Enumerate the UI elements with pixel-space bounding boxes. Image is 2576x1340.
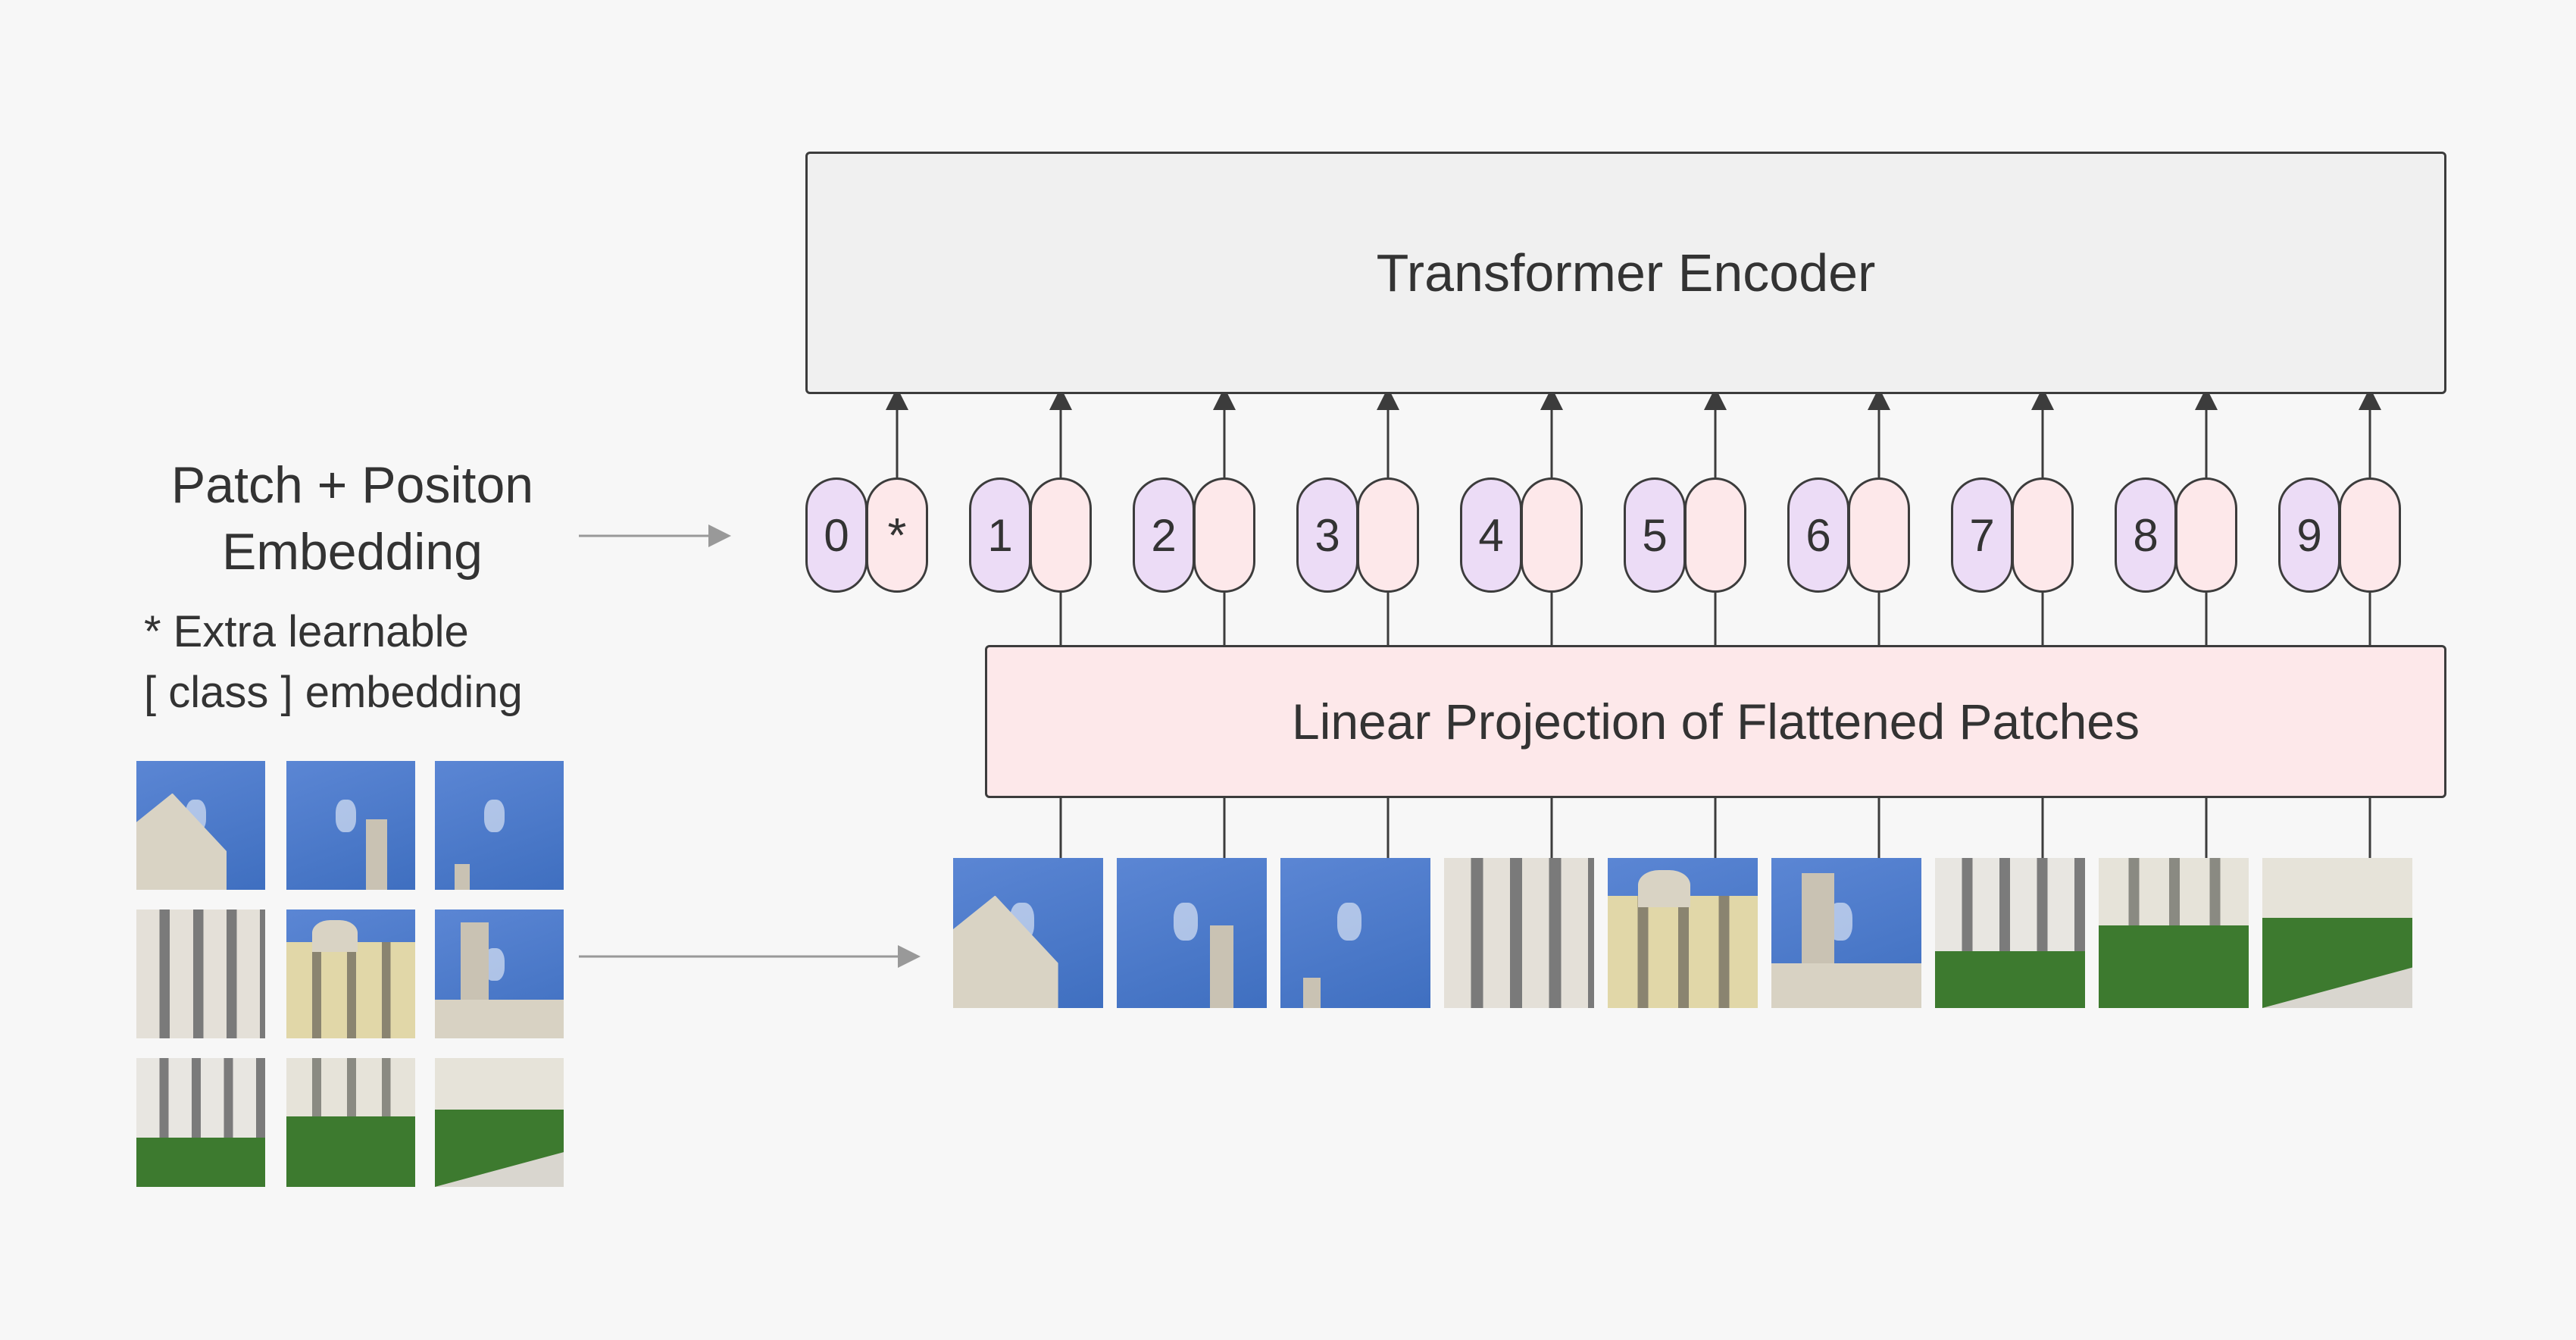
class-token-position: 0 [805,477,868,593]
position-embedding-8: 8 [2115,477,2177,593]
patch-embedding-6 [1848,477,1910,593]
position-embedding-7: 7 [1951,477,2013,593]
linear-projection-label: Linear Projection of Flattened Patches [1291,693,2140,750]
flattened-patch-7 [1935,858,2085,1008]
flattened-patch-1 [953,858,1103,1008]
position-embedding-5: 5 [1624,477,1686,593]
source-patch-5 [286,910,415,1038]
class-embedding-note-line-2: [ class ] embedding [144,668,523,717]
patch-embedding-1 [1030,477,1092,593]
linear-projection-block: Linear Projection of Flattened Patches [985,645,2446,798]
embedding-title-line-2: Embedding [221,523,483,581]
transformer-encoder-label: Transformer Encoder [1376,243,1876,302]
patch-embedding-7 [2012,477,2074,593]
position-embedding-9: 9 [2278,477,2340,593]
source-patch-7 [136,1058,265,1187]
position-embedding-2: 2 [1133,477,1195,593]
position-embedding-6: 6 [1787,477,1849,593]
embedding-title-line-1: Patch + Positon [170,456,534,514]
position-embedding-1: 1 [969,477,1031,593]
position-embedding-3: 3 [1296,477,1358,593]
position-embedding-4: 4 [1460,477,1522,593]
flattened-patch-3 [1280,858,1430,1008]
transformer-encoder-block: Transformer Encoder [805,152,2446,394]
patch-embedding-4 [1521,477,1583,593]
source-patch-1 [136,761,265,890]
class-embedding-note-line-1: * Extra learnable [144,607,469,656]
flattened-patch-4 [1444,858,1594,1008]
patch-embedding-3 [1357,477,1419,593]
source-patch-6 [435,910,564,1038]
flattened-patch-2 [1117,858,1267,1008]
patch-embedding-9 [2339,477,2401,593]
source-patch-8 [286,1058,415,1187]
patch-embedding-2 [1193,477,1255,593]
flattened-patch-8 [2099,858,2249,1008]
source-patch-3 [435,761,564,890]
flattened-patch-6 [1771,858,1921,1008]
source-patch-4 [136,910,265,1038]
flattened-patch-9 [2262,858,2412,1008]
class-token-embedding: * [866,477,928,593]
source-patch-2 [286,761,415,890]
patch-embedding-5 [1684,477,1746,593]
patch-embedding-8 [2175,477,2237,593]
source-patch-9 [435,1058,564,1187]
flattened-patch-5 [1608,858,1758,1008]
